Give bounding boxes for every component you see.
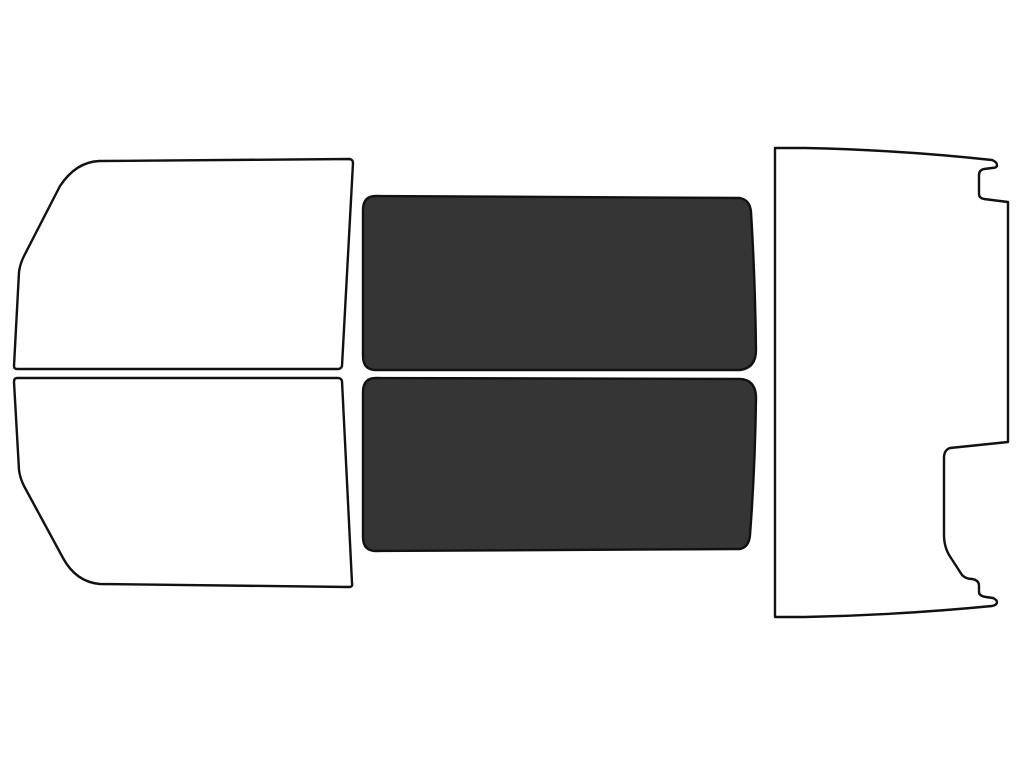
back-window-panel[interactable] bbox=[773, 146, 1010, 619]
rear-right-window-panel[interactable] bbox=[361, 376, 758, 553]
front-left-window-panel[interactable] bbox=[12, 157, 355, 371]
front-right-window-panel[interactable] bbox=[361, 194, 758, 372]
rear-left-window-panel[interactable] bbox=[12, 376, 354, 589]
